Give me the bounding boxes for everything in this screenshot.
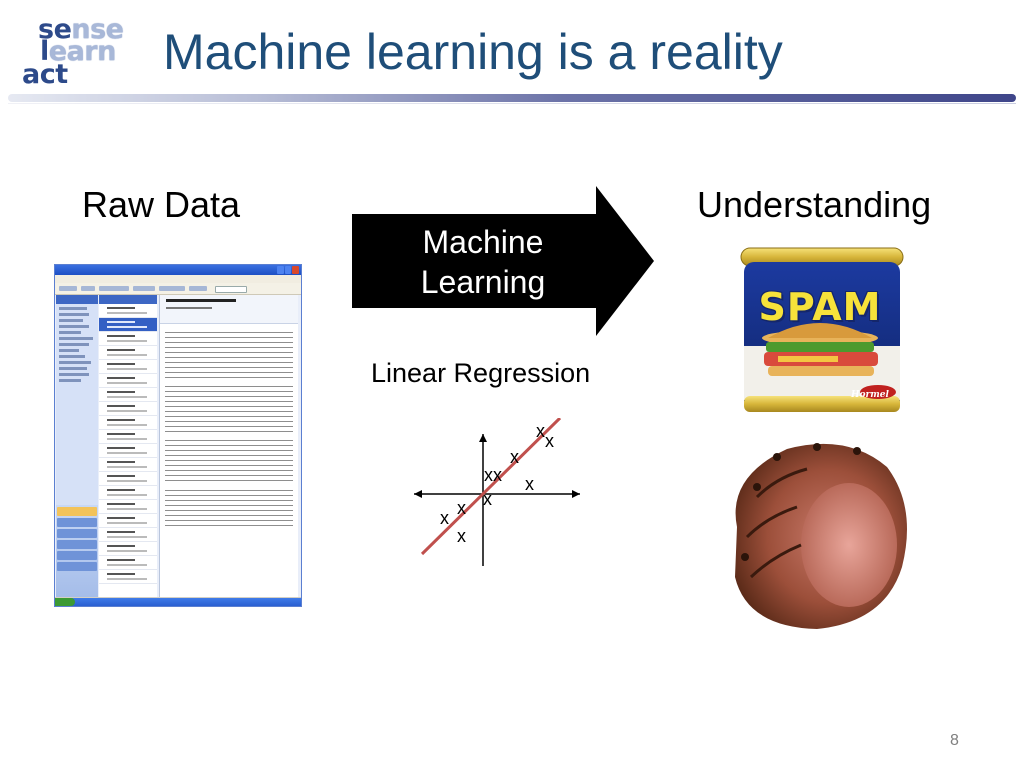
data-point-1: x <box>536 421 545 441</box>
y-axis-top-arrow <box>479 434 487 442</box>
hormel-brand: Hormel <box>851 390 889 400</box>
data-point-4: x <box>484 465 493 485</box>
title-divider <box>8 94 1016 102</box>
outlook-reading-pane <box>159 295 298 597</box>
x-axis-left-arrow <box>414 490 422 498</box>
linear-regression-label: Linear Regression <box>371 358 591 388</box>
data-point-2: x <box>545 431 554 451</box>
data-point-7: x <box>483 489 492 509</box>
windows-taskbar <box>55 598 301 606</box>
data-point-9: x <box>440 508 449 528</box>
data-point-8: x <box>457 498 466 518</box>
data-point-10: x <box>457 526 466 546</box>
outlook-folder-pane <box>56 295 98 597</box>
arrow-label-line1: Machine <box>422 224 544 260</box>
glazed-ham-image <box>735 443 907 629</box>
data-point-6: x <box>525 474 534 494</box>
spam-can-label: SPAM <box>758 285 882 329</box>
outlook-message-list <box>99 295 157 597</box>
sense-learn-act-logo: sense learn act <box>22 16 132 88</box>
logo-line-learn: learn <box>40 36 116 67</box>
machine-learning-arrow <box>352 186 654 336</box>
outlook-toolbar <box>55 283 301 295</box>
data-point-5: x <box>493 465 502 485</box>
title-divider-thin <box>8 103 1016 104</box>
window-controls <box>277 266 300 274</box>
outlook-inbox-screenshot <box>54 264 302 607</box>
slide-title: Machine learning is a reality <box>163 24 783 80</box>
arrow-label-line2: Learning <box>420 264 546 300</box>
logo-line-sense: sense <box>38 14 124 45</box>
data-point-3: x <box>510 447 519 467</box>
spam-can-image <box>740 247 904 412</box>
arrow-label: Machine Learning <box>352 222 614 302</box>
page-number: 8 <box>950 732 959 749</box>
x-axis-right-arrow <box>572 490 580 498</box>
raw-data-heading: Raw Data <box>82 184 241 225</box>
understanding-heading: Understanding <box>697 184 932 225</box>
regression-line <box>420 418 562 556</box>
logo-line-act: act <box>22 59 68 90</box>
outlook-titlebar <box>55 265 301 275</box>
